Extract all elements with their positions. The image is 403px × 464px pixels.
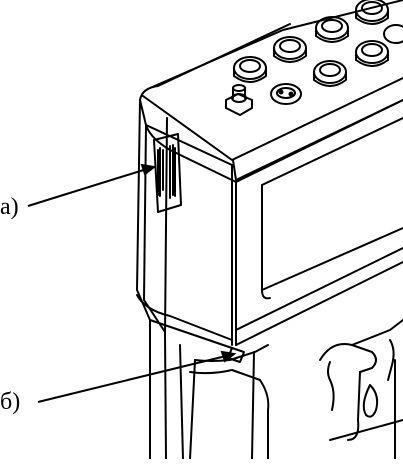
leader-line-b xyxy=(37,350,237,403)
socket-2 xyxy=(273,36,307,63)
callout-label-a: а) xyxy=(0,194,19,220)
connector-sockets xyxy=(225,0,403,116)
socket-6 xyxy=(313,60,347,87)
socket-8 xyxy=(383,24,403,44)
leader-line-a xyxy=(27,163,157,207)
display-face xyxy=(235,99,403,346)
label-sticker xyxy=(153,133,182,213)
stand-clip xyxy=(319,319,403,460)
socket-5 xyxy=(270,83,302,105)
socket-4 xyxy=(355,0,389,25)
callout-label-b: б) xyxy=(0,389,21,415)
ground-terminal xyxy=(225,84,253,116)
socket-1 xyxy=(233,56,267,83)
body-side-panel xyxy=(136,99,237,349)
socket-7 xyxy=(355,40,389,67)
socket-3 xyxy=(315,16,349,43)
